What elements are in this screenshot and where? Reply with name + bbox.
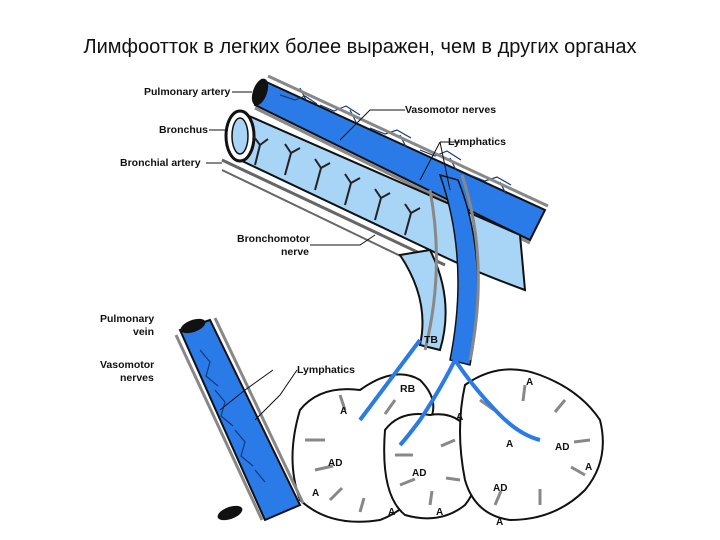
label-lymphatics-top: Lymphatics bbox=[448, 136, 506, 148]
terminal-bronchiole bbox=[398, 173, 480, 366]
label-vein: vein bbox=[133, 326, 154, 338]
alveolus-label: A bbox=[388, 507, 395, 518]
label-rb: RB bbox=[400, 383, 416, 395]
label-bronchomotor-nerve: nerve bbox=[281, 246, 309, 258]
bronchial-artery-line bbox=[221, 158, 446, 267]
label-pulmonary: Pulmonary bbox=[100, 313, 154, 325]
alveoli-septa bbox=[305, 384, 591, 513]
alveolus-label: A bbox=[312, 488, 319, 499]
alveolus-label: A bbox=[456, 412, 463, 423]
alveolar-duct-label: AD bbox=[412, 468, 426, 479]
alveolus-label: A bbox=[585, 462, 592, 473]
alveolar-duct-label: AD bbox=[493, 483, 507, 494]
alveolar-capillaries bbox=[358, 338, 541, 447]
alveolar-duct-label: AD bbox=[555, 442, 569, 453]
label-vasomotor-nerves-top: Vasomotor nerves bbox=[405, 104, 496, 116]
pulmonary-artery-vessel bbox=[251, 78, 547, 242]
label-vasomotor: Vasomotor bbox=[100, 359, 154, 371]
label-bronchial-artery: Bronchial artery bbox=[120, 157, 201, 169]
label-bronchomotor: Bronchomotor bbox=[237, 233, 310, 245]
bronchomotor-nerve-branches bbox=[253, 136, 421, 236]
alveolus-label: A bbox=[340, 406, 347, 417]
label-lymphatics-left: Lymphatics bbox=[297, 364, 355, 376]
alveolus-label: A bbox=[506, 439, 513, 450]
alveolar-duct-label: AD bbox=[328, 458, 342, 469]
alveolus-label: A bbox=[436, 507, 443, 518]
label-tb: TB bbox=[424, 334, 438, 346]
label-bronchus: Bronchus bbox=[159, 124, 208, 136]
label-leader-lines bbox=[206, 91, 460, 421]
label-vasomotor-nerves: nerves bbox=[120, 372, 154, 384]
page-title: Лимфоотток в легких более выражен, чем в… bbox=[83, 36, 637, 58]
alveoli-cluster bbox=[291, 368, 604, 523]
label-pulmonary-artery: Pulmonary artery bbox=[144, 86, 231, 98]
pulmonary-vein-vessel bbox=[174, 317, 305, 522]
alveolus-label: A bbox=[496, 517, 503, 528]
bronchus-tube bbox=[224, 109, 527, 292]
alveolus-label: A bbox=[526, 377, 533, 388]
